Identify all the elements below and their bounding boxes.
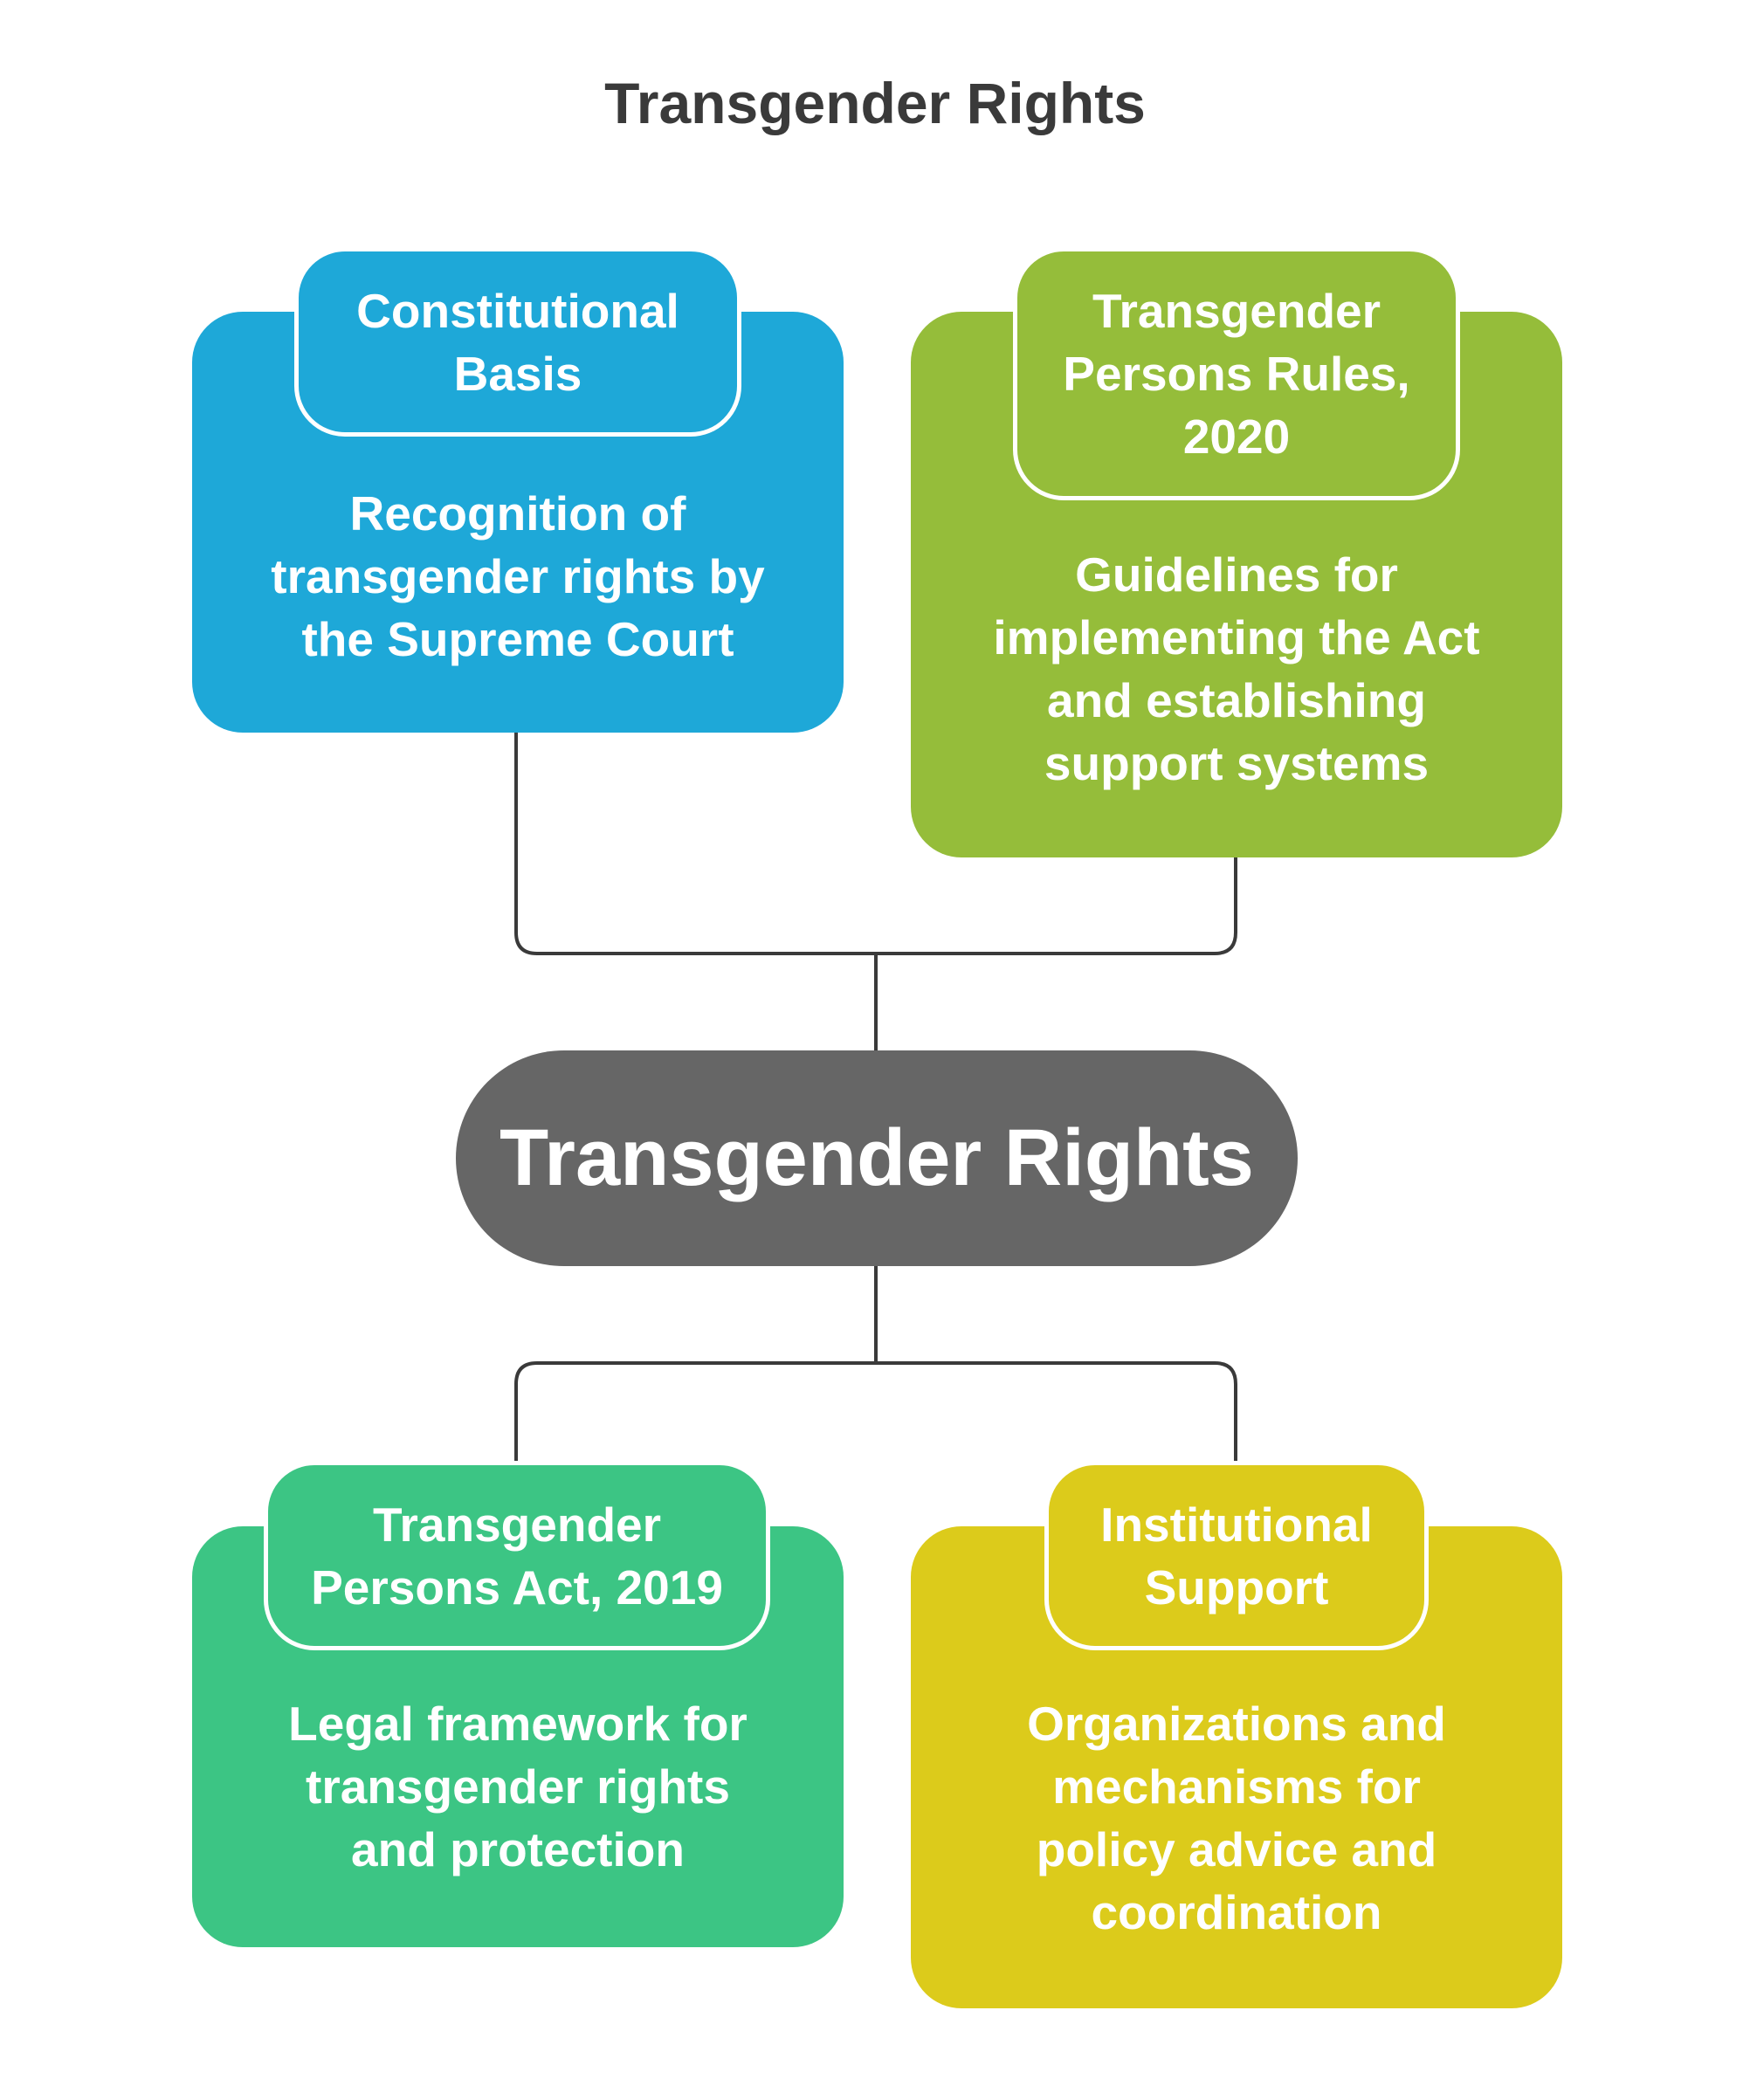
constitutional-basis-description: Recognition of transgender rights by the… <box>271 486 765 666</box>
persons-rules-description: Guidelines for implementing the Act and … <box>993 547 1480 790</box>
persons-rules-title: Transgender Persons Rules, 2020 <box>1013 247 1460 500</box>
constitutional-basis-title: Constitutional Basis <box>294 247 741 437</box>
center-node: Transgender Rights <box>456 1050 1298 1266</box>
institutional-support-title: Institutional Support <box>1044 1461 1429 1650</box>
persons-act-card: Legal framework for transgender rights a… <box>192 1526 844 1947</box>
institutional-support-description: Organizations and mechanisms for policy … <box>1027 1697 1446 1939</box>
persons-act-title: Transgender Persons Act, 2019 <box>264 1461 770 1650</box>
page-title: Transgender Rights <box>604 71 1146 135</box>
persons-act-description: Legal framework for transgender rights a… <box>288 1697 748 1876</box>
connector-bottom <box>514 1361 1237 1461</box>
